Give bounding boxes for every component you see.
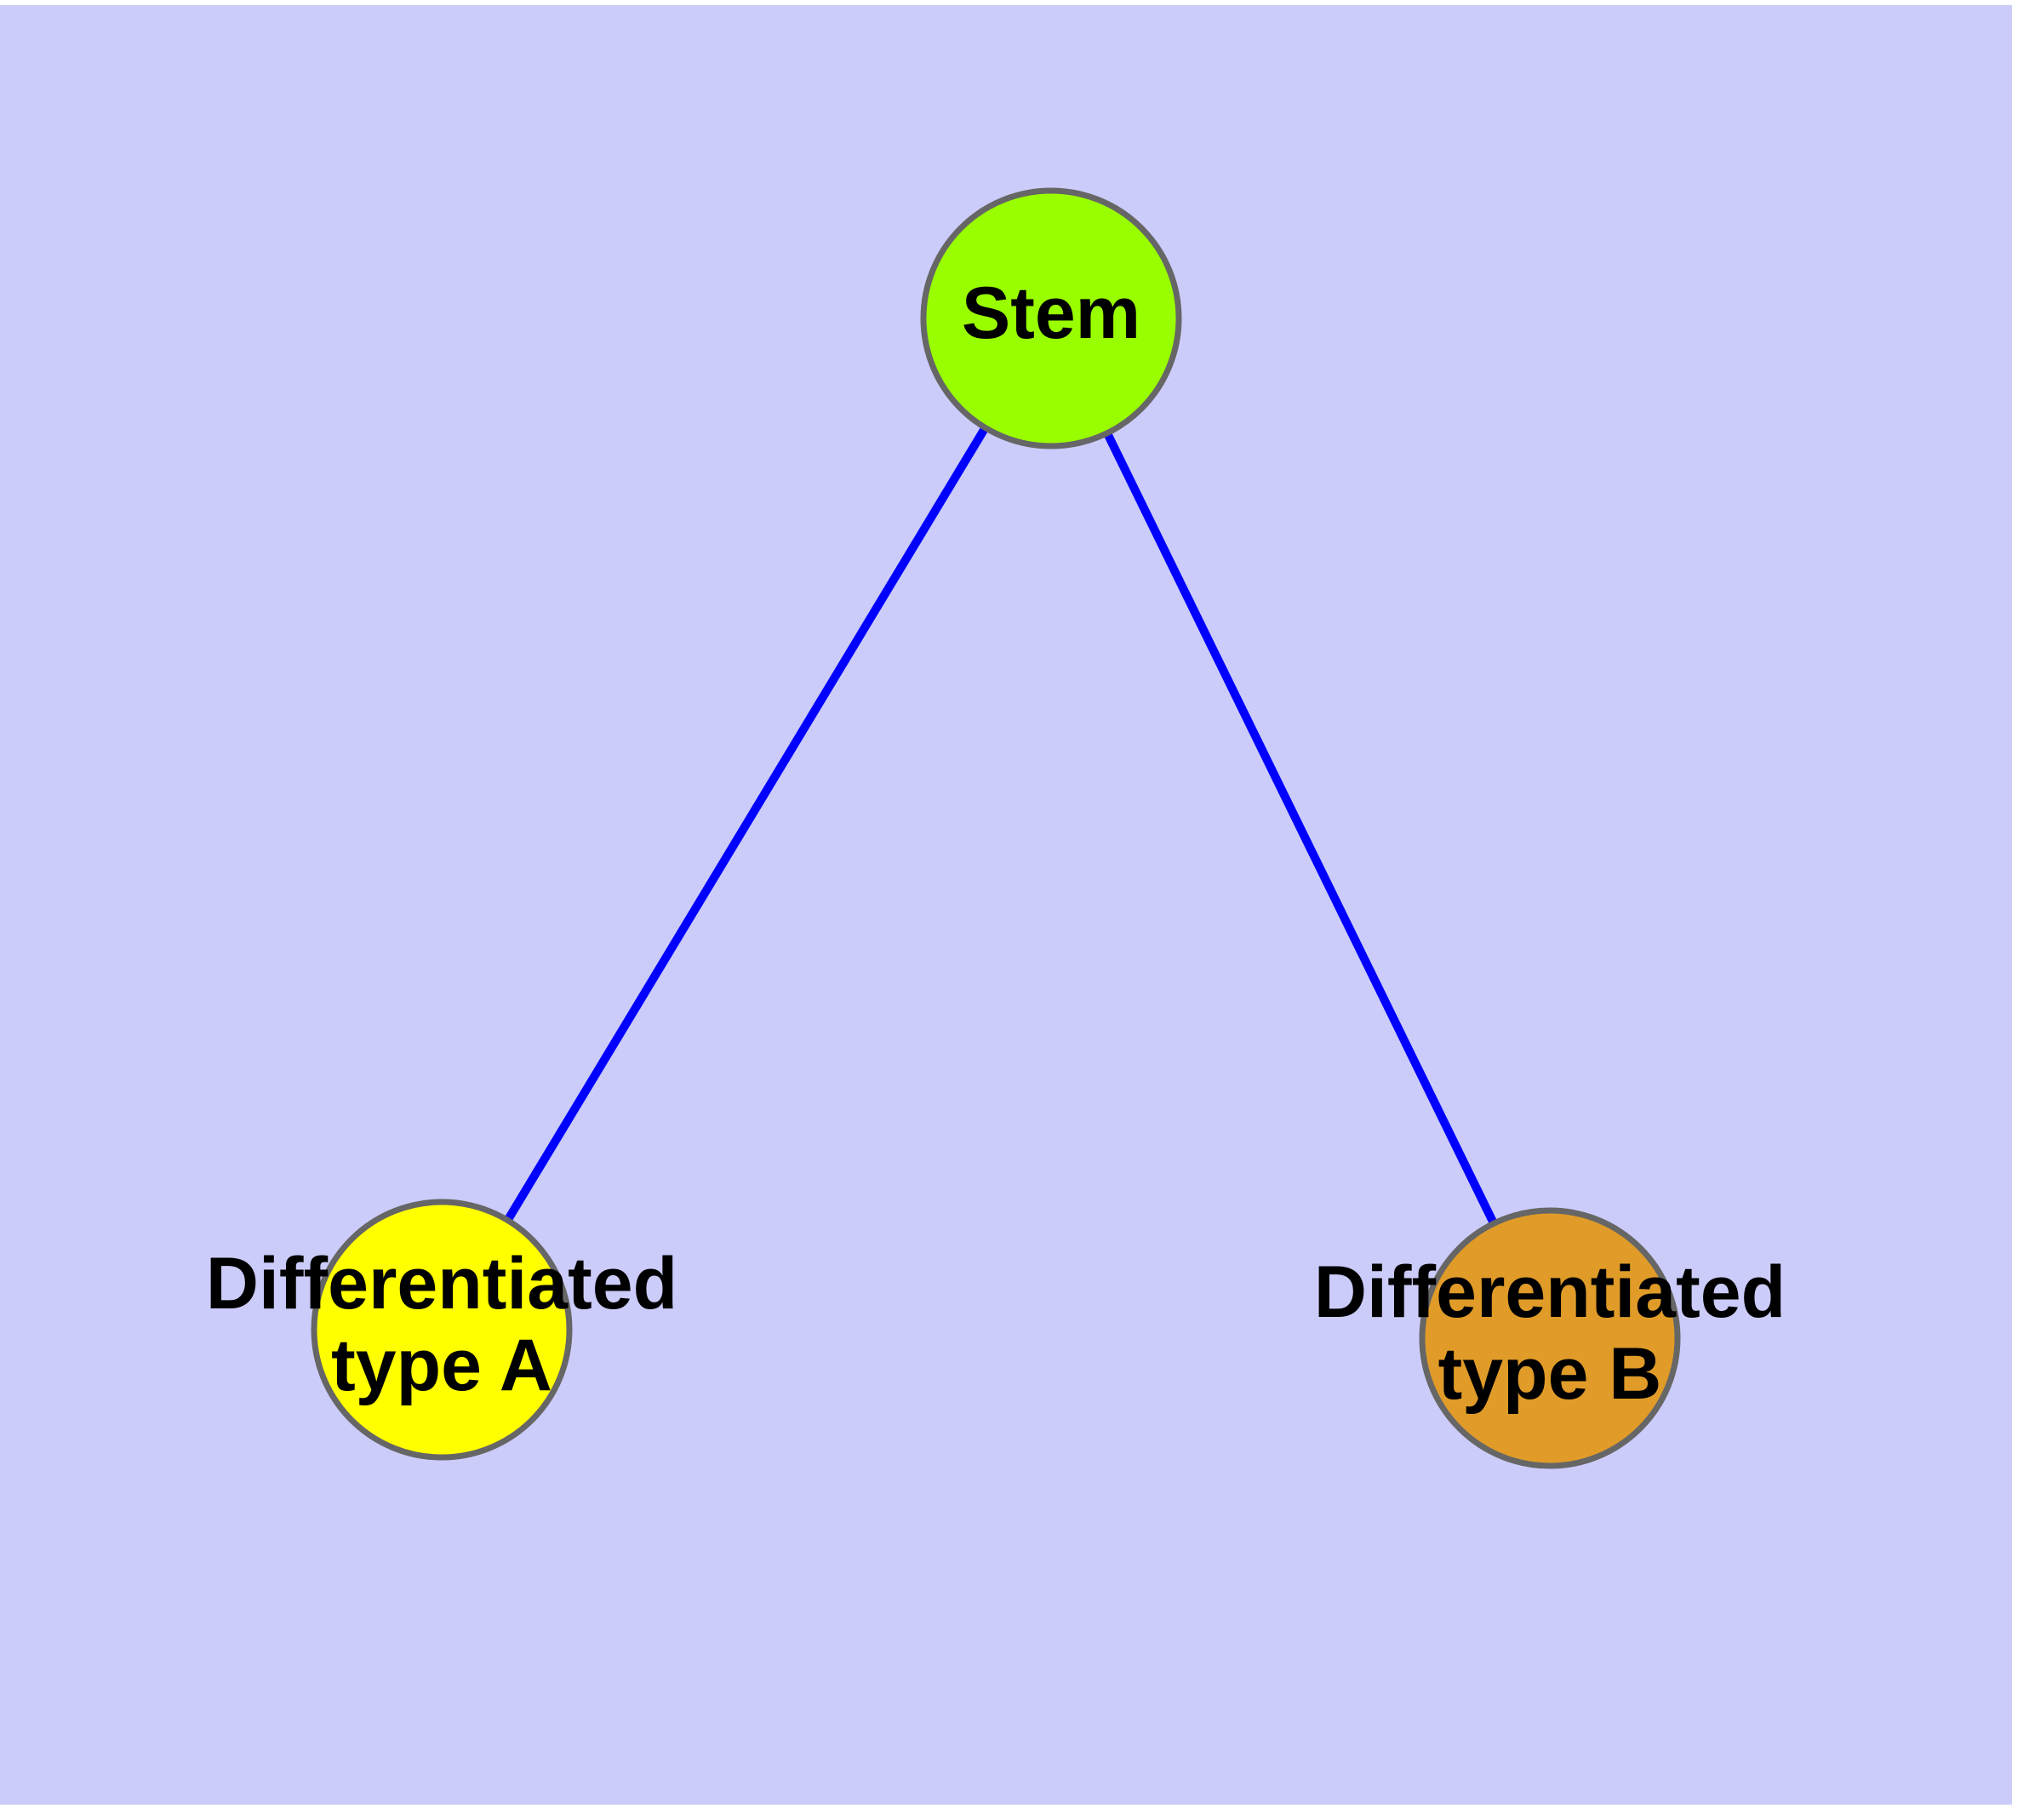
graph-node-label-line: Differentiated [1314, 1251, 1786, 1333]
graph-node-diff_b[interactable] [1419, 1207, 1681, 1469]
graph-node-label-line: type B [1438, 1333, 1662, 1415]
graph-node-stem[interactable] [920, 187, 1182, 449]
node-layer [311, 187, 1681, 1469]
graph-node-label-line: Differentiated [206, 1243, 677, 1325]
edge-layer [437, 316, 1554, 1341]
graph-node-label-stem: Stem [962, 272, 1140, 354]
graph-node-label-line: type A [331, 1325, 552, 1406]
graph-edge [437, 316, 1055, 1332]
graph-node-label-line: Stem [962, 272, 1140, 354]
graph-node-diff_a[interactable] [311, 1199, 573, 1461]
graph-edge [1047, 316, 1554, 1341]
